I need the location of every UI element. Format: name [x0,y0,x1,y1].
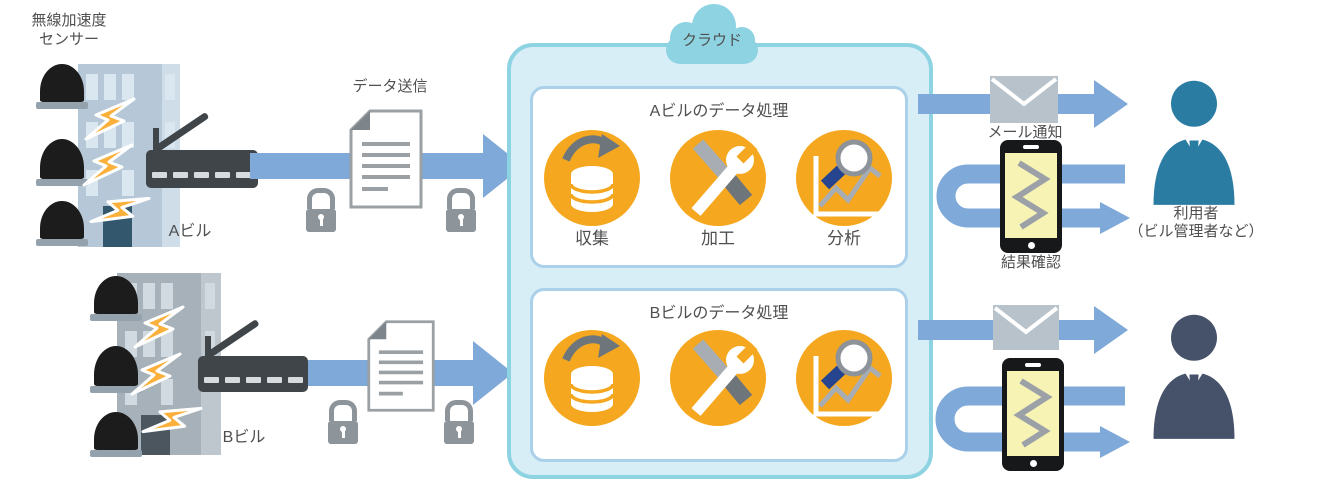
cloud-label: クラウド [681,32,742,49]
lock-icon [306,188,336,232]
router-dash [152,172,167,178]
process-box-b-title: Bビルのデータ処理 [649,305,789,322]
window [161,283,173,309]
lock-icon [446,188,476,232]
tools-icon [691,339,758,416]
wireless-sensor-label: 無線加速度 センサー [14,12,124,50]
database-collect-icon [562,134,620,212]
window [165,74,175,100]
lightning-icon [141,406,203,434]
magnifier-chart-icon [813,139,882,217]
document-icon [349,109,423,209]
envelope-icon [993,305,1059,350]
lock-icon [328,400,358,444]
lock-icon [444,400,474,444]
collect-step-circle [544,330,640,426]
process-step-label: 加工 [701,229,735,248]
user-a-icon [1153,80,1235,205]
router-icon [146,150,258,188]
user-label-line2: （ビル管理者など） [1128,223,1264,240]
router-dash [173,172,188,178]
router-dash [236,172,251,178]
router-dash [267,377,282,383]
lightning-icon [82,143,134,187]
process-step-circle [670,130,766,226]
document-icon [367,320,435,412]
router-dash [204,377,219,383]
window [86,74,98,100]
result-check-label: 結果確認 [1000,254,1061,271]
result-zigzag-icon [1013,378,1053,448]
magnifier-chart-icon [813,339,882,417]
building-b-label: Bビル [222,429,266,446]
smartphone-icon [1000,140,1062,253]
envelope-icon [990,76,1058,123]
window [161,331,173,357]
router-dash [194,172,209,178]
router-dash [246,377,261,383]
router-dash [215,172,230,178]
lightning-icon [133,305,185,349]
collect-step-circle [544,130,640,226]
window [122,122,134,148]
mail-notify-label: メール通知 [987,124,1063,141]
database-collect-icon [562,334,620,412]
sensor-icon [90,276,142,321]
result-zigzag-icon [1011,160,1051,230]
wireless-sensor-label-line1: 無線加速度 [31,12,107,29]
sensor-icon [36,64,88,109]
window [122,170,134,196]
collect-step-label: 収集 [575,229,609,248]
tools-icon [691,139,758,216]
router-antenna-base [205,336,211,358]
user-label-line1: 利用者 [1173,205,1219,222]
router-antenna-base [153,128,159,152]
router-dash [225,377,240,383]
sensor-icon [36,201,88,246]
wireless-sensor-label-line2: センサー [38,30,99,48]
analyze-step-circle [796,130,892,226]
cloud-icon [666,4,758,64]
user-b-icon [1153,314,1235,439]
smartphone-icon [1002,358,1064,471]
uturn-arrow-b [935,386,1130,458]
sensor-icon [90,412,142,457]
window [122,74,134,100]
lightning-icon [84,97,136,141]
window [143,283,155,309]
lightning-icon [89,196,151,224]
window [161,379,173,405]
data-send-label: データ送信 [352,78,428,95]
sensor-icon [36,139,88,186]
window [104,74,116,100]
analyze-step-circle [796,330,892,426]
router-dash [288,377,303,383]
analyze-step-label: 分析 [827,229,861,248]
uturn-arrow-a [936,164,1130,234]
window [205,283,215,309]
router-icon [198,356,308,392]
process-box-a-title: Aビルのデータ処理 [649,103,789,120]
lightning-icon [130,352,182,396]
building-a-label: Aビル [168,223,212,240]
sensor-icon [90,346,142,393]
process-step-circle [670,330,766,426]
